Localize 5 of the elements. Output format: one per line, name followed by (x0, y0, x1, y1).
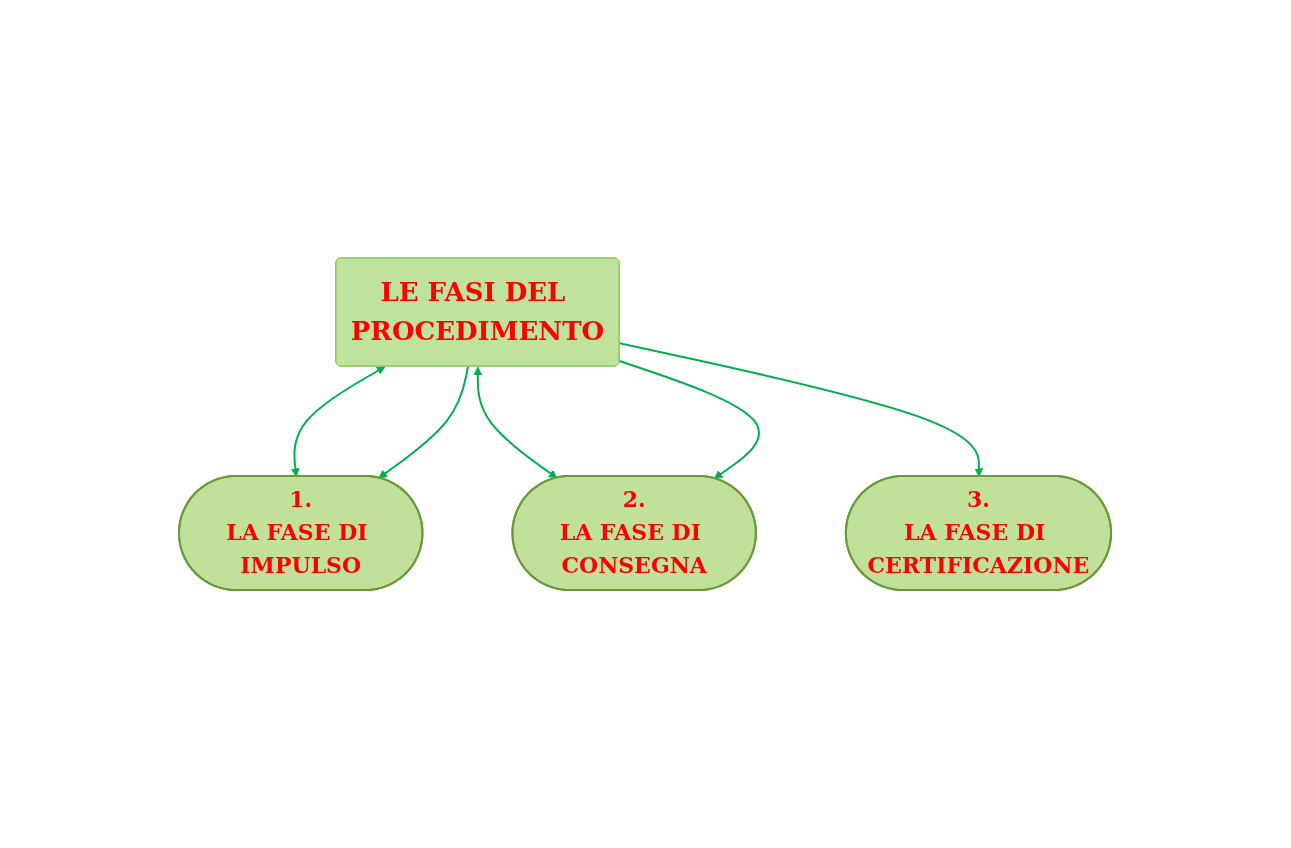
arrow (291, 366, 386, 477)
arrow (619, 359, 761, 479)
arrow (378, 365, 470, 479)
arrow (473, 366, 558, 479)
arrow (619, 342, 984, 477)
